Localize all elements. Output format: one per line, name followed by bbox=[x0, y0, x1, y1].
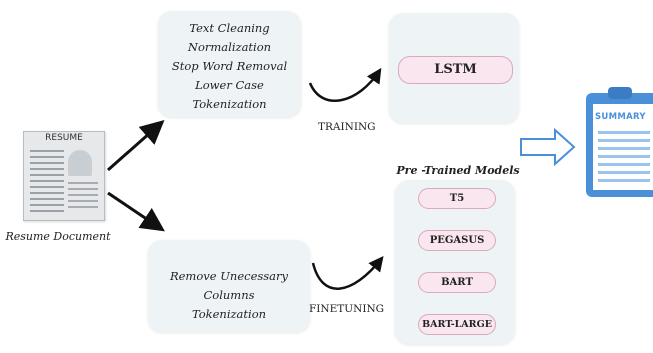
resume-doc-title: RESUME bbox=[45, 133, 83, 143]
preprocessing-bottom-box: Remove Unecessary Columns Tokenization bbox=[148, 240, 310, 332]
arrow-training bbox=[308, 67, 382, 102]
step-remove-columns: Remove Unecessary Columns bbox=[169, 269, 289, 302]
preprocessing-bottom-steps: Remove Unecessary Columns Tokenization bbox=[148, 240, 310, 324]
preprocessing-top-steps: Text Cleaning Normalization Stop Word Re… bbox=[158, 11, 301, 114]
resume-right-column bbox=[68, 182, 98, 212]
summary-clipboard-icon: SUMMARY bbox=[586, 87, 653, 197]
summary-checklist bbox=[598, 131, 650, 185]
clipboard-clip bbox=[608, 87, 632, 99]
arrow-finetuning bbox=[311, 256, 384, 290]
step-tokenization-2: Tokenization bbox=[191, 307, 267, 321]
step-normalization: Normalization bbox=[187, 40, 272, 54]
model-pegasus: PEGASUS bbox=[418, 230, 496, 251]
resume-caption: Resume Document bbox=[5, 230, 111, 243]
resume-document-icon: RESUME bbox=[23, 131, 105, 221]
finetuning-label: FINETUNING bbox=[309, 303, 385, 315]
preprocessing-top-box: Text Cleaning Normalization Stop Word Re… bbox=[158, 11, 301, 117]
model-t5: T5 bbox=[418, 188, 496, 209]
step-text-cleaning: Text Cleaning bbox=[189, 21, 270, 35]
arrow-to-preprocess-top bbox=[107, 120, 165, 172]
arrow-to-preprocess-bottom bbox=[107, 191, 165, 232]
lstm-pill: LSTM bbox=[398, 56, 513, 84]
step-tokenization: Tokenization bbox=[192, 97, 267, 111]
pretrained-title: Pre -Trained Models bbox=[396, 164, 520, 177]
summary-label: SUMMARY bbox=[595, 112, 646, 122]
resume-photo bbox=[68, 150, 92, 176]
model-bart: BART bbox=[418, 272, 496, 293]
resume-text-lines bbox=[30, 150, 64, 212]
hollow-arrow-icon bbox=[520, 127, 576, 167]
training-label: TRAINING bbox=[318, 121, 376, 133]
step-lower-case: Lower Case bbox=[195, 78, 264, 92]
model-bart-large: BART-LARGE bbox=[418, 314, 496, 335]
step-stop-word-removal: Stop Word Removal bbox=[171, 59, 288, 73]
